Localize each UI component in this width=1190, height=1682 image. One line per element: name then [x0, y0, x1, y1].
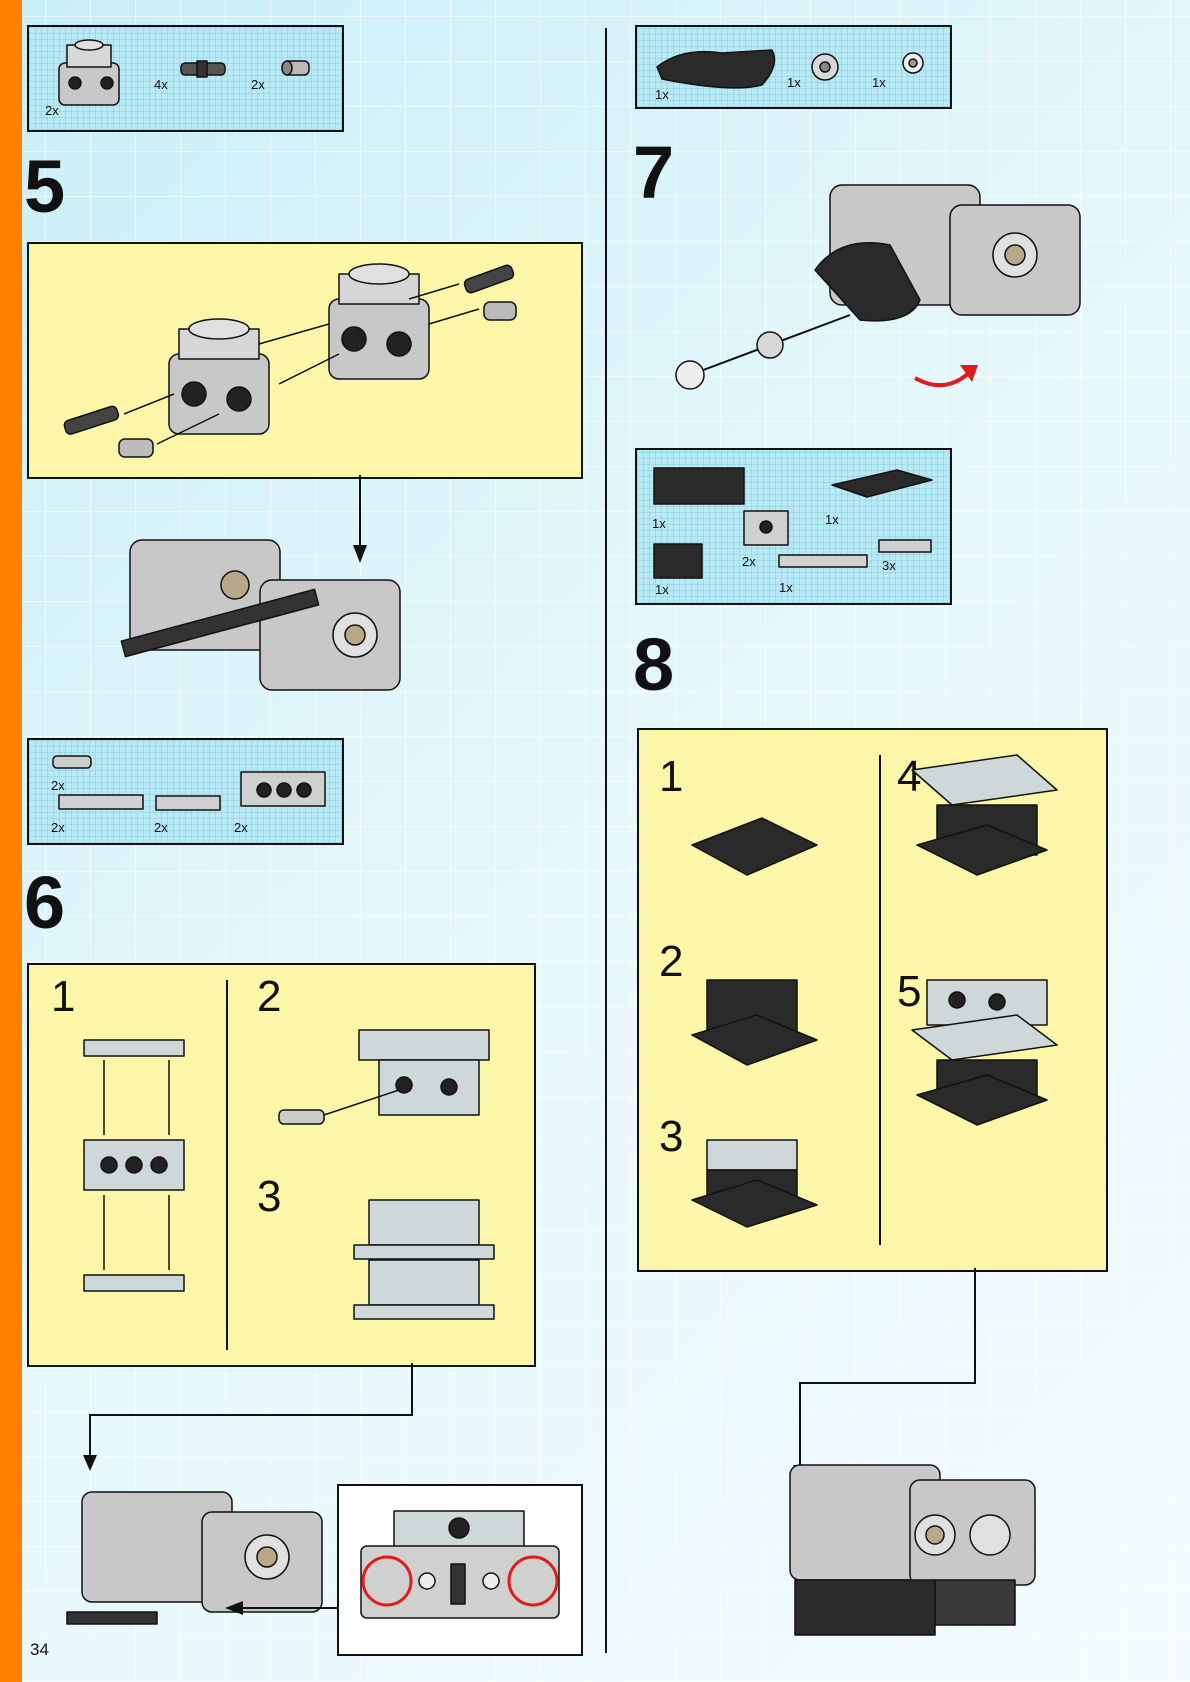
brick-sandwich-illustration: [353, 1199, 495, 1320]
part-qty: 2x: [51, 778, 65, 793]
column-divider: [605, 28, 607, 1653]
gear-part-icon: [811, 53, 839, 81]
highlight-circle: [507, 1555, 559, 1607]
panel-divider: [226, 980, 228, 1350]
pin-part-icon: [52, 755, 92, 769]
grey-plate-1x6-part-icon: [778, 554, 868, 568]
step-number-5: 5: [24, 145, 66, 228]
parts-list-step5: 2x 4x 2x: [27, 25, 344, 132]
part-qty: 3x: [882, 558, 896, 573]
part-qty: 2x: [154, 820, 168, 835]
part-qty: 1x: [655, 582, 669, 597]
detail-view-panel: [337, 1484, 583, 1656]
plate-1x4-part-icon: [58, 794, 144, 810]
page-number: 34: [30, 1640, 49, 1659]
engine-on-base-illustration: [789, 1464, 1036, 1636]
step8-subassembly-panel: 1 2 3 4 5: [637, 728, 1108, 1272]
black-plate-illustration: [691, 817, 818, 876]
sub-step-number: 4: [897, 752, 922, 801]
highlight-circle: [361, 1555, 413, 1607]
liftarm-triangle-part-icon: [656, 49, 776, 89]
part-qty: 2x: [45, 103, 59, 118]
part-qty: 1x: [655, 87, 669, 102]
pointer-arrow: [225, 1601, 343, 1615]
brick-with-pin-illustration: [278, 1029, 490, 1125]
part-qty: 1x: [825, 512, 839, 527]
engine-front-detail-illustration: [360, 1510, 560, 1619]
step-number-8: 8: [633, 623, 675, 706]
cylinder-block-exploded-illustration: [63, 263, 517, 458]
pin-part-icon: [180, 60, 226, 78]
part-qty: 2x: [234, 820, 248, 835]
grey-technic-brick-1x2-part-icon: [743, 510, 789, 546]
part-qty: 2x: [51, 820, 65, 835]
black-technic-brick-1x4-part-icon: [653, 467, 745, 505]
step5-subassembly-panel: [27, 242, 583, 479]
mixed-base-illustration: [691, 1139, 818, 1228]
engine-half-assembly-illustration: [120, 539, 401, 691]
sub-step-number: 2: [257, 972, 282, 1021]
part-qty: 1x: [779, 580, 793, 595]
cylinder-block-part-icon: [58, 39, 120, 106]
part-qty: 2x: [742, 554, 756, 569]
part-qty: 1x: [652, 516, 666, 531]
step-number-6: 6: [24, 861, 66, 944]
step6-subassembly-panel: 1 2 3: [27, 963, 536, 1367]
sub-step-number: 1: [659, 752, 684, 801]
orange-margin-bar: [0, 0, 22, 1682]
black-base-illustration: [691, 979, 818, 1066]
sub-step-number: 5: [897, 967, 922, 1016]
sub-step-number: 1: [51, 972, 76, 1021]
sub-step-number: 2: [659, 937, 684, 986]
part-qty: 4x: [154, 77, 168, 92]
parts-list-step8: 1x 1x 2x 1x 1x 3x: [635, 448, 952, 605]
full-base-illustration: [911, 979, 1058, 1126]
sub-step-number: 3: [257, 1172, 282, 1221]
engine-with-gears-illustration: [675, 184, 1081, 390]
part-qty: 1x: [787, 75, 801, 90]
technic-brick-1x4-part-icon: [240, 771, 326, 807]
engine-block-assembly-illustration: [66, 1491, 323, 1625]
small-gear-part-icon: [902, 52, 924, 74]
stacking-bricks-illustration: [83, 1039, 185, 1292]
panel-divider: [879, 755, 881, 1245]
bushing-part-icon: [281, 60, 310, 76]
parts-list-step6: 2x 2x 2x 2x: [27, 738, 344, 845]
plate-1x3-part-icon: [155, 795, 221, 811]
base-with-top-plate-illustration: [911, 754, 1058, 876]
black-technic-brick-1x2-part-icon: [653, 543, 703, 579]
part-qty: 1x: [872, 75, 886, 90]
rotation-arrow: [914, 370, 972, 388]
parts-list-step7: 1x 1x 1x: [635, 25, 952, 109]
connector-line: [83, 1363, 413, 1471]
black-plate-2x4-part-icon: [831, 469, 933, 498]
sub-step-number: 3: [659, 1112, 684, 1161]
step-number-7: 7: [633, 131, 675, 214]
down-arrow: [353, 475, 367, 563]
part-qty: 2x: [251, 77, 265, 92]
grey-plate-1x2-part-icon: [878, 539, 932, 553]
